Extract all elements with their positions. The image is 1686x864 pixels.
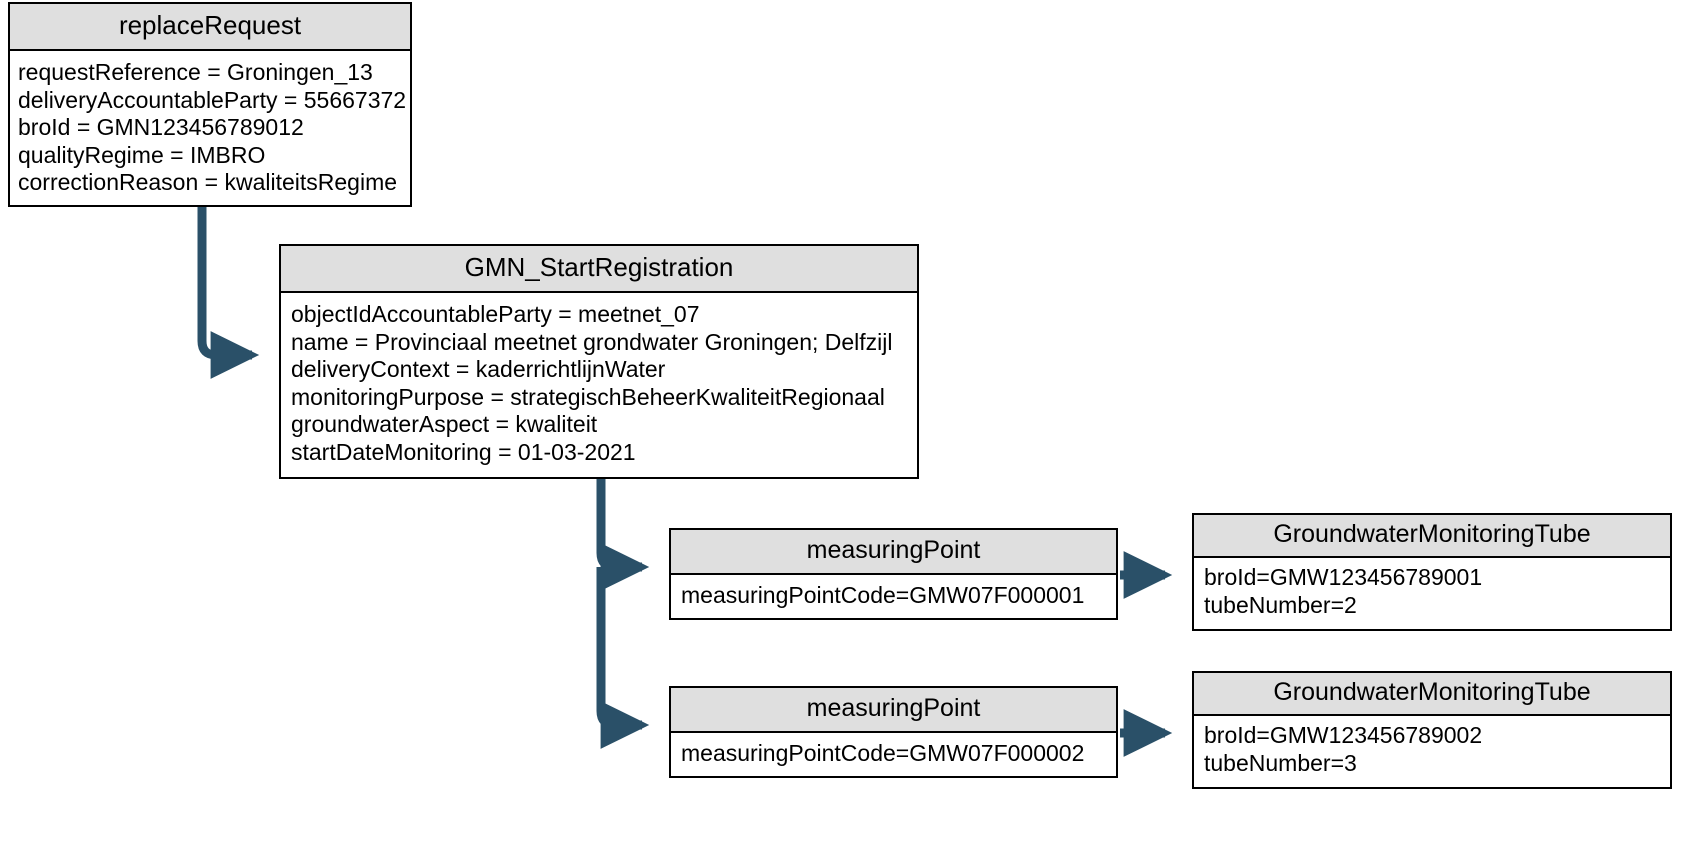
attribute-row: qualityRegime = IMBRO bbox=[18, 141, 266, 168]
node-groundwater-monitoring-tube-2-title: GroundwaterMonitoringTube bbox=[1194, 673, 1670, 716]
node-measuring-point-2[interactable]: measuringPoint measuringPointCode=GMW07F… bbox=[669, 686, 1118, 779]
node-gmn-start-registration[interactable]: GMN_StartRegistration objectIdAccountabl… bbox=[279, 244, 919, 479]
node-groundwater-monitoring-tube-1[interactable]: GroundwaterMonitoringTube broId=GMW12345… bbox=[1192, 513, 1672, 632]
attribute-row: requestReference = Groningen_13 bbox=[18, 59, 373, 85]
connector-gmn-start-registration-to-measuring-point-1 bbox=[596, 471, 650, 591]
connector-gmn-start-registration-to-measuring-point-2 bbox=[596, 567, 650, 749]
node-groundwater-monitoring-tube-1-attributes: broId=GMW123456789001 tubeNumber=2 bbox=[1194, 558, 1670, 629]
attribute-row: broId=GMW123456789001 bbox=[1204, 564, 1483, 590]
node-replace-request-title: replaceRequest bbox=[10, 4, 410, 51]
attribute-row: groundwaterAspect = kwaliteit bbox=[291, 411, 598, 438]
attribute-row: broId = GMN123456789012 bbox=[18, 114, 304, 141]
attribute-row: tubeNumber=2 bbox=[1204, 591, 1357, 618]
node-measuring-point-1-title: measuringPoint bbox=[671, 530, 1116, 575]
connector-replace-request-to-gmn-start-registration bbox=[197, 200, 260, 379]
attribute-row: deliveryAccountableParty = 55667372 bbox=[18, 86, 407, 113]
node-replace-request-attributes: requestReference = Groningen_13 delivery… bbox=[10, 51, 410, 205]
node-groundwater-monitoring-tube-2[interactable]: GroundwaterMonitoringTube broId=GMW12345… bbox=[1192, 671, 1672, 790]
node-replace-request[interactable]: replaceRequest requestReference = Gronin… bbox=[8, 2, 412, 207]
attribute-row: correctionReason = kwaliteitsRegime bbox=[18, 169, 398, 196]
node-groundwater-monitoring-tube-1-title: GroundwaterMonitoringTube bbox=[1194, 515, 1670, 558]
node-groundwater-monitoring-tube-2-attributes: broId=GMW123456789002 tubeNumber=3 bbox=[1194, 716, 1670, 787]
node-measuring-point-1[interactable]: measuringPoint measuringPointCode=GMW07F… bbox=[669, 528, 1118, 621]
node-measuring-point-2-title: measuringPoint bbox=[671, 688, 1116, 733]
attribute-row: measuringPointCode=GMW07F000001 bbox=[681, 582, 1085, 608]
attribute-row: name = Provinciaal meetnet grondwater Gr… bbox=[291, 328, 893, 355]
node-gmn-start-registration-title: GMN_StartRegistration bbox=[281, 246, 917, 293]
attribute-row: measuringPointCode=GMW07F000002 bbox=[681, 740, 1085, 766]
attribute-row: objectIdAccountableParty = meetnet_07 bbox=[291, 301, 700, 327]
node-measuring-point-1-attributes: measuringPointCode=GMW07F000001 bbox=[671, 575, 1116, 618]
attribute-row: startDateMonitoring = 01-03-2021 bbox=[291, 438, 636, 465]
node-measuring-point-2-attributes: measuringPointCode=GMW07F000002 bbox=[671, 733, 1116, 776]
attribute-row: deliveryContext = kaderrichtlijnWater bbox=[291, 356, 666, 383]
node-gmn-start-registration-attributes: objectIdAccountableParty = meetnet_07 na… bbox=[281, 293, 917, 477]
attribute-row: tubeNumber=3 bbox=[1204, 749, 1357, 776]
attribute-row: broId=GMW123456789002 bbox=[1204, 722, 1483, 748]
attribute-row: monitoringPurpose = strategischBeheerKwa… bbox=[291, 383, 885, 410]
